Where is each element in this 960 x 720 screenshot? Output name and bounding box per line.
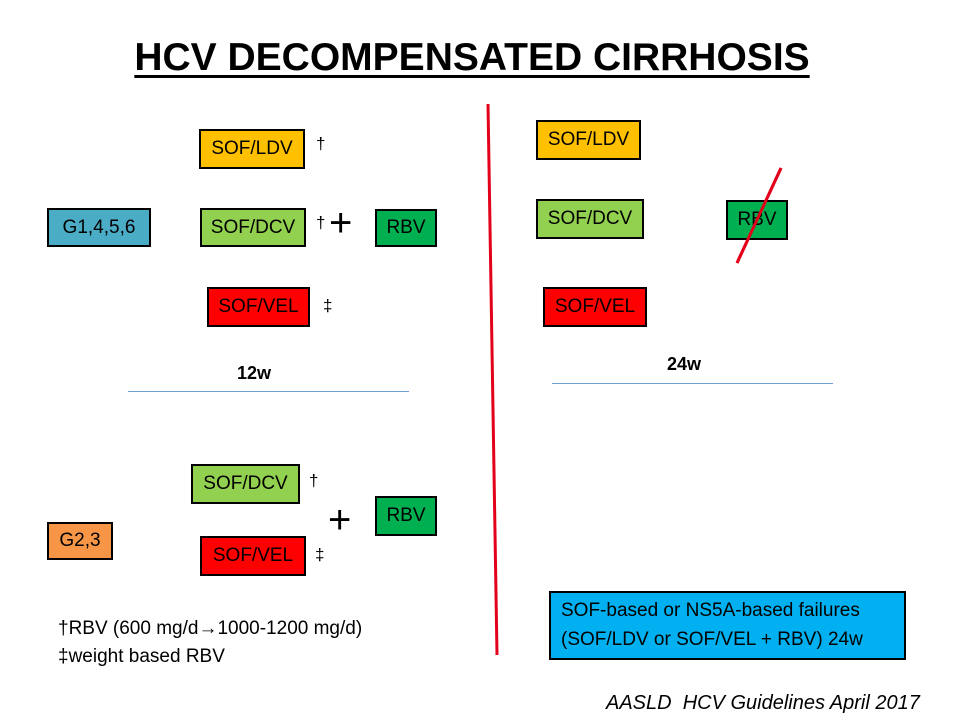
genotype-g23-label: G2,3 [59,530,101,551]
plus-sign: + [329,201,353,245]
callout-line-2: (SOF/LDV or SOF/VEL + RBV) 24w [561,629,863,650]
drug-sof-dcv-box-g23: SOF/DCV [191,464,300,504]
section-rule-right [552,383,833,384]
drug-sof-dcv-label: SOF/DCV [203,473,288,494]
dagger-mark: † [309,471,319,490]
addon-rbv-label: RBV [386,217,426,238]
right-drug-sof-dcv-box: SOF/DCV [536,199,644,239]
addon-rbv-label: RBV [386,505,426,526]
drug-sof-vel-label: SOF/VEL [554,296,636,317]
double-dagger-mark: ‡ [323,296,333,315]
duration-12w-label: 12w [237,363,272,383]
page-title: HCV DECOMPENSATED CIRRHOSIS [134,36,810,79]
plus-sign: + [328,498,352,542]
double-dagger-mark: ‡ [315,545,325,564]
drug-sof-dcv-label: SOF/DCV [547,208,633,229]
genotype-g1456-label: G1,4,5,6 [62,216,136,238]
drug-sof-vel-label: SOF/VEL [218,296,299,317]
dagger-mark: † [316,134,326,153]
addon-rbv-box: RBV [375,209,437,247]
genotype-g1456-box: G1,4,5,6 [47,208,151,247]
center-divider-line [486,103,499,656]
duration-24w-label: 24w [667,354,702,374]
addon-rbv-label: RBV [737,209,777,230]
drug-sof-ldv-label: SOF/LDV [211,138,293,159]
right-drug-sof-vel-box: SOF/VEL [543,287,647,327]
section-rule-left [128,391,409,392]
footnote-rbv-dose: †RBV (600 mg/d→1000-1200 mg/d) [58,618,363,639]
right-drug-sof-ldv-box: SOF/LDV [536,120,641,160]
footnotes: †RBV (600 mg/d→1000-1200 mg/d) ‡weight b… [58,615,362,671]
footnote-weight-based: ‡weight based RBV [58,646,225,667]
drug-sof-vel-box-g23: SOF/VEL [200,536,306,576]
addon-rbv-box-g23: RBV [375,496,437,536]
drug-sof-ldv-label: SOF/LDV [547,129,630,150]
drug-sof-vel-label: SOF/VEL [212,545,294,566]
dagger-mark: † [316,213,326,232]
drug-sof-dcv-label: SOF/DCV [210,216,296,238]
drug-sof-dcv-box: SOF/DCV [200,208,306,247]
drug-sof-ldv-box: SOF/LDV [199,129,305,169]
genotype-g23-box: G2,3 [47,522,113,560]
source-citation: AASLD HCV Guidelines April 2017 [606,692,920,714]
drug-sof-vel-box: SOF/VEL [207,287,310,327]
failures-callout-box: SOF-based or NS5A-based failures (SOF/LD… [549,591,906,660]
right-addon-rbv-crossed-box: RBV [726,200,788,240]
callout-line-1: SOF-based or NS5A-based failures [561,600,860,621]
